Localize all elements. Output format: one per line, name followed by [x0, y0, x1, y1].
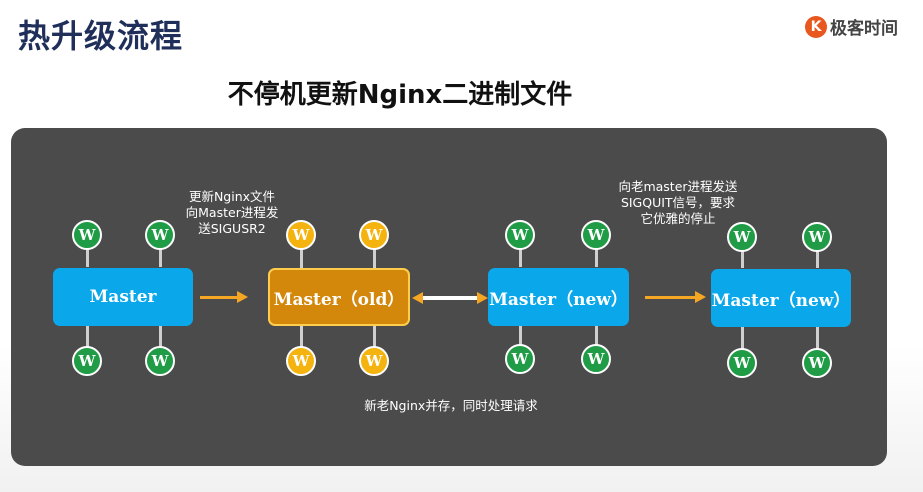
note-line: 更新Nginx文件 [188, 189, 276, 204]
diagram-panel: W W W W Master 更新Nginx文件 向Master进程发 送SIG… [11, 128, 887, 466]
worker-node: W [286, 346, 316, 376]
arrow-right-icon [695, 291, 706, 303]
worker-node: W [802, 222, 832, 252]
worker-node: W [145, 346, 175, 376]
worker-node: W [727, 348, 757, 378]
note-line: SIGQUIT信号，要求 [620, 195, 736, 210]
worker-node: W [72, 346, 102, 376]
master-final-node: Master（new） [711, 269, 851, 327]
step1-note: 更新Nginx文件 向Master进程发 送SIGUSR2 [174, 189, 290, 237]
worker-node: W [286, 220, 316, 250]
worker-node: W [802, 348, 832, 378]
master-old-node: Master（old） [268, 268, 410, 326]
worker-connector [741, 238, 744, 268]
brand-logo: K 极客时间 [805, 14, 898, 39]
slide-subtitle: 不停机更新Nginx二进制文件 [227, 80, 573, 110]
brand-name: 极客时间 [830, 19, 898, 39]
worker-connector [86, 326, 89, 356]
note-line: 它优雅的停止 [640, 211, 716, 226]
arrow-left-icon [412, 292, 423, 304]
worker-node: W [145, 220, 175, 250]
arrow-right-icon [237, 291, 248, 303]
worker-connector [300, 326, 303, 356]
worker-node: W [359, 346, 389, 376]
worker-node: W [505, 344, 535, 374]
worker-node: W [72, 220, 102, 250]
slide-title: 热升级流程 [18, 17, 184, 55]
worker-node: W [581, 220, 611, 250]
double-arrow-shaft [421, 296, 477, 300]
master-node: Master [53, 268, 193, 326]
arrow-shaft [645, 296, 696, 299]
worker-connector [595, 235, 598, 267]
worker-connector [595, 326, 598, 356]
worker-connector [519, 326, 522, 356]
coexist-note: 新老Nginx并存，同时处理请求 [364, 398, 538, 413]
worker-node: W [727, 222, 757, 252]
note-line: 送SIGUSR2 [198, 221, 266, 236]
worker-connector [816, 238, 819, 268]
worker-connector [86, 235, 89, 267]
worker-connector [816, 326, 819, 356]
worker-connector [159, 235, 162, 267]
worker-node: W [505, 220, 535, 250]
worker-node: W [581, 344, 611, 374]
note-line: 向Master进程发 [185, 205, 279, 220]
arrow-shaft [200, 296, 238, 299]
worker-connector [300, 238, 303, 268]
worker-connector [159, 326, 162, 356]
step3-note: 向老master进程发送 SIGQUIT信号，要求 它优雅的停止 [603, 179, 753, 227]
worker-node: W [359, 220, 389, 250]
worker-connector [741, 326, 744, 356]
arrow-right-icon [477, 292, 488, 304]
worker-connector [373, 326, 376, 356]
worker-connector [373, 238, 376, 268]
note-line: 向老master进程发送 [618, 179, 738, 194]
brand-mark-icon: K [805, 15, 827, 38]
master-new-node: Master（new） [488, 268, 629, 326]
worker-connector [519, 235, 522, 267]
